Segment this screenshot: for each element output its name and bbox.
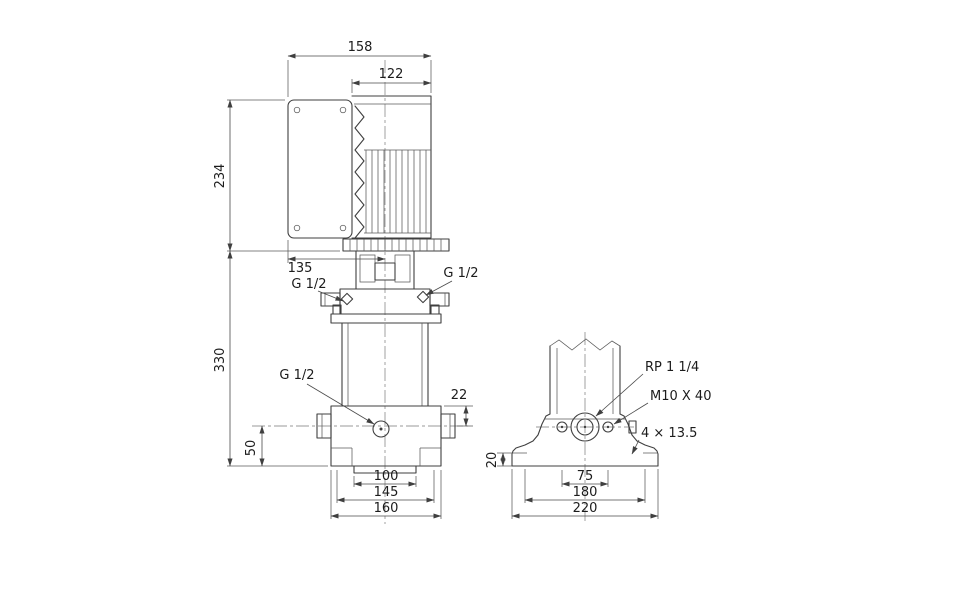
total-width-label: 158 xyxy=(348,40,373,55)
dimension-base-mid: 145 xyxy=(336,470,435,503)
port-right-callout: G 1/2 xyxy=(425,266,479,296)
motor-flange xyxy=(342,238,450,252)
motor-width-label: 122 xyxy=(379,67,404,82)
dimension-base-inner: 100 xyxy=(353,469,417,487)
clamp-bolt xyxy=(628,420,637,434)
box-width-label: 135 xyxy=(288,261,313,276)
dimension-total-width: 158 xyxy=(287,40,432,97)
drain-callout: G 1/2 xyxy=(279,368,375,425)
port-left-callout: G 1/2 xyxy=(291,277,344,302)
dimension-port-height: 50 xyxy=(244,425,265,467)
suction-port xyxy=(570,412,600,442)
base-mid-label: 145 xyxy=(374,485,399,500)
dimension-motor-width: 122 xyxy=(351,67,432,93)
holes-label: 4 × 13.5 xyxy=(641,426,697,441)
pump-sleeve xyxy=(341,322,429,407)
pump-base xyxy=(316,405,456,474)
dimension-port-depth: 22 xyxy=(444,388,473,427)
base-port-right xyxy=(440,413,456,439)
foot-bracket xyxy=(511,413,659,467)
base-recess xyxy=(353,465,417,474)
base-width-label: 220 xyxy=(573,501,598,516)
hole-span-label: 180 xyxy=(573,485,598,500)
foot-height-label: 20 xyxy=(485,452,500,469)
port-right-label: G 1/2 xyxy=(443,266,478,281)
head-flange xyxy=(330,304,442,324)
dimension-box-width: 135 xyxy=(288,240,386,276)
break-line xyxy=(549,338,621,351)
bolt-label: M10 X 40 xyxy=(650,389,711,404)
thread-label: RP 1 1/4 xyxy=(645,360,699,375)
base-inner-label: 100 xyxy=(374,469,399,484)
port-left-label: G 1/2 xyxy=(291,277,326,292)
base-port-left xyxy=(316,413,332,439)
pump-height-label: 330 xyxy=(213,348,228,373)
base-outer-label: 160 xyxy=(374,501,399,516)
drain-plug xyxy=(372,420,390,438)
bolt-callout: M10 X 40 xyxy=(613,389,711,425)
dimension-pump-height: 330 xyxy=(213,250,328,467)
dimension-port-span: 75 xyxy=(561,469,609,487)
motor-body xyxy=(351,95,432,239)
base-view: RP 1 1/4 M10 X 40 4 × 13.5 20 75 xyxy=(485,332,711,524)
bolt-hole-right xyxy=(602,421,614,433)
motor-terminal-box xyxy=(287,99,365,239)
front-view: 158 122 234 135 330 G 1/2 xyxy=(213,40,479,524)
port-depth-label: 22 xyxy=(451,388,468,403)
dimension-base-outer: 160 xyxy=(330,470,442,519)
coupling-section xyxy=(355,250,415,290)
motor-height-label: 234 xyxy=(213,164,228,189)
dimension-hole-span: 180 xyxy=(524,469,646,503)
drain-label: G 1/2 xyxy=(279,368,314,383)
bolt-hole-left xyxy=(556,421,568,433)
stud-nut-right xyxy=(430,304,440,315)
box-clamp-zigzag xyxy=(354,105,365,239)
dimension-foot-height: 20 xyxy=(485,452,512,469)
port-height-label: 50 xyxy=(244,440,259,457)
dimension-motor-height: 234 xyxy=(213,99,340,252)
stud-nut-left xyxy=(332,304,342,315)
dimension-base-width: 220 xyxy=(511,469,659,519)
port-span-label: 75 xyxy=(577,469,594,484)
holes-callout: 4 × 13.5 xyxy=(631,426,697,455)
column-pipe xyxy=(549,338,621,415)
motor-cooling-fins xyxy=(365,150,427,233)
thread-callout: RP 1 1/4 xyxy=(595,360,699,417)
port-circles xyxy=(556,412,614,442)
plug-left xyxy=(340,292,354,306)
